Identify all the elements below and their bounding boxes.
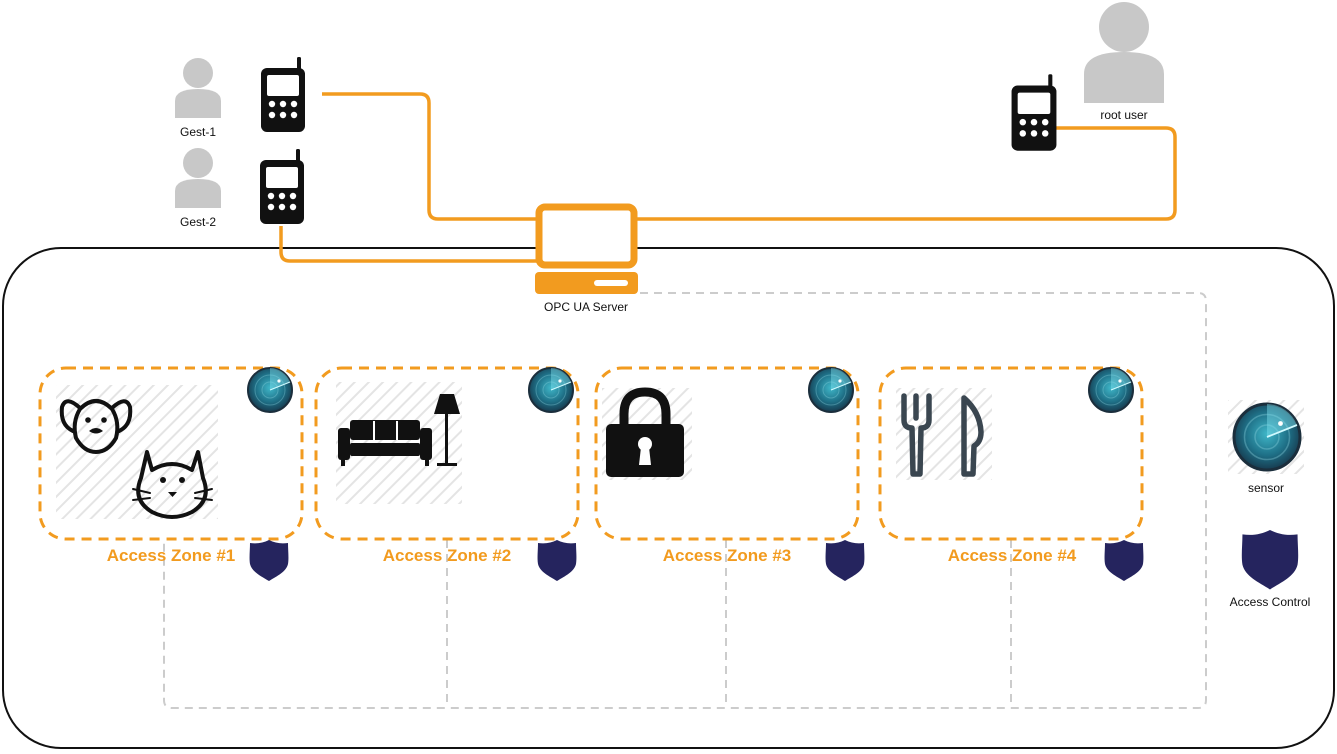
zone2-access-control-icon <box>537 540 577 581</box>
person-icon-root <box>1084 2 1164 103</box>
zone4-access-control-icon <box>1104 540 1144 581</box>
sofa-seams <box>373 421 398 440</box>
sensor-network-lines <box>163 292 1207 709</box>
floor-lamp-icon <box>434 394 460 466</box>
zone3-title: Access Zone #3 <box>662 546 792 565</box>
dog-face <box>85 417 107 434</box>
dog-icon <box>59 399 133 454</box>
zone1-access-control-icon <box>249 540 289 581</box>
zone4-title: Access Zone #4 <box>947 546 1077 565</box>
zone1-title: Access Zone #1 <box>106 546 236 565</box>
radar-sensor-icon <box>1232 402 1302 472</box>
gest1-label: Gest-1 <box>179 125 217 139</box>
phone-icon-root <box>1011 74 1057 151</box>
legend-sensor-label: sensor <box>1247 481 1285 495</box>
fork-knife-icon <box>901 393 984 477</box>
cat-icon <box>136 450 208 519</box>
zone2-sensor-icon <box>528 367 574 413</box>
access-zone-boxes <box>38 366 1144 541</box>
zone1-sensor-icon <box>247 367 293 413</box>
building-boundary <box>2 247 1335 749</box>
shield-badge-icon <box>1241 530 1299 590</box>
gest2-label: Gest-2 <box>179 215 217 229</box>
person-icon-gest1 <box>175 58 221 118</box>
root-user-label: root user <box>1100 108 1148 122</box>
zone3-access-control-icon <box>825 540 865 581</box>
phone-icon-gest1 <box>261 57 305 132</box>
network-connections <box>279 92 1177 263</box>
computer-icon <box>535 203 638 294</box>
person-icon-gest2 <box>175 148 221 208</box>
zone2-title: Access Zone #2 <box>382 546 512 565</box>
legend-access-control-label: Access Control <box>1229 595 1311 609</box>
padlock-icon <box>606 387 684 477</box>
zone4-sensor-icon <box>1088 367 1134 413</box>
cat-face <box>132 477 213 501</box>
zone3-sensor-icon <box>808 367 854 413</box>
server-label: OPC UA Server <box>543 300 629 314</box>
phone-icon-gest2 <box>260 149 304 224</box>
sofa-icon <box>338 420 432 466</box>
